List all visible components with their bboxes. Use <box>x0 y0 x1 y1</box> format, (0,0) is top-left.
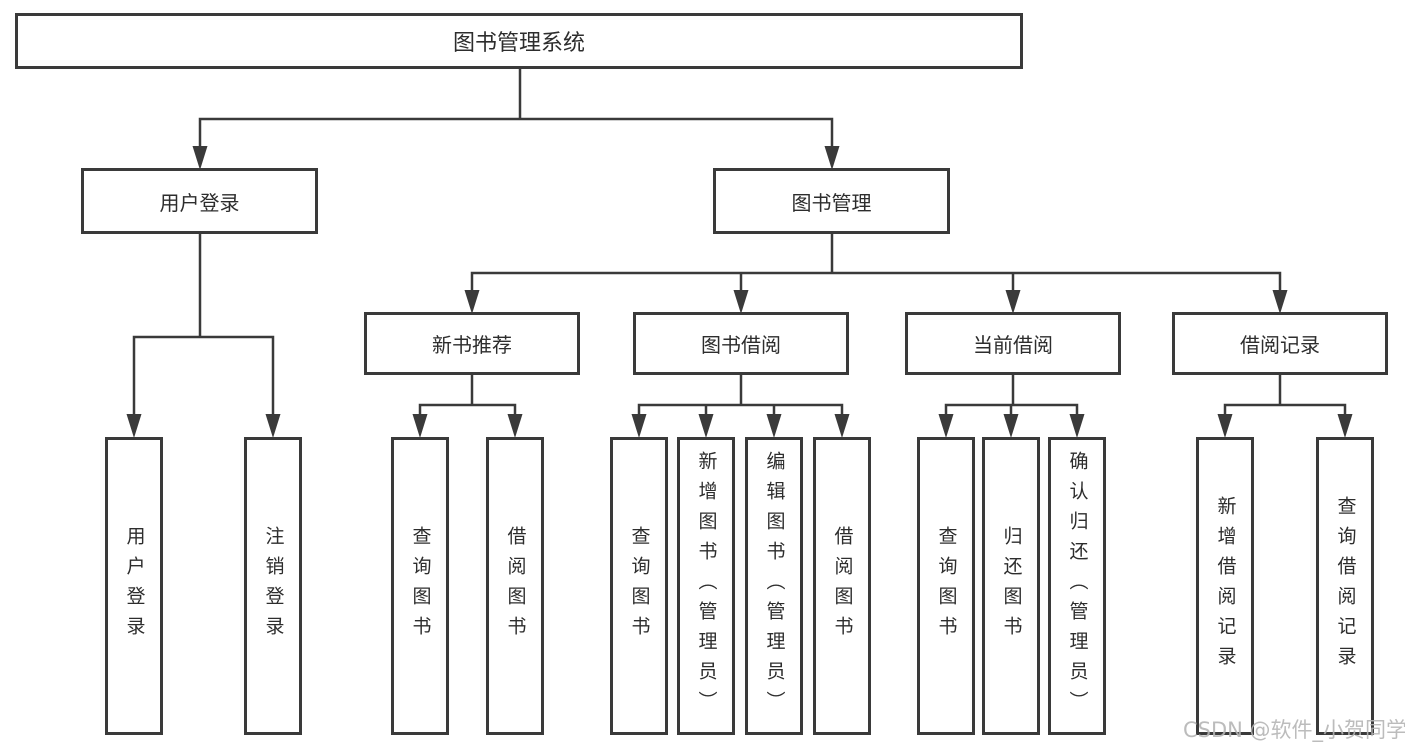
node-label: 图书借阅 <box>701 333 781 357</box>
leaf-edit-books-admin: 编辑图书（管理员） <box>745 437 803 735</box>
node-label: 归还图书 <box>1000 526 1023 646</box>
node-label: 图书管理系统 <box>452 31 585 56</box>
node-new-book-recommendation: 新书推荐 <box>364 312 580 375</box>
node-label: 当前借阅 <box>973 333 1053 357</box>
node-label: 查询借阅记录 <box>1334 496 1357 676</box>
csdn-watermark: CSDN @软件_小贺同学 <box>1183 718 1405 742</box>
node-label: 查询图书 <box>628 526 651 646</box>
node-label: 查询图书 <box>409 526 432 646</box>
node-label: 借阅图书 <box>831 526 854 646</box>
node-current-borrowing: 当前借阅 <box>905 312 1121 375</box>
node-label: 借阅记录 <box>1240 333 1320 357</box>
leaf-query-books-borrow: 查询图书 <box>610 437 668 735</box>
node-borrowing-records: 借阅记录 <box>1172 312 1388 375</box>
leaf-borrow-books: 借阅图书 <box>813 437 871 735</box>
node-label: 查询图书 <box>935 526 958 646</box>
leaf-logout: 注销登录 <box>244 437 302 735</box>
node-library-management-system: 图书管理系统 <box>15 13 1023 69</box>
leaf-query-books-recommend: 查询图书 <box>391 437 449 735</box>
node-label: 图书管理 <box>791 190 872 215</box>
leaf-return-books: 归还图书 <box>982 437 1040 735</box>
leaf-user-login: 用户登录 <box>105 437 163 735</box>
node-label: 新增借阅记录 <box>1214 496 1237 676</box>
node-book-borrowing: 图书借阅 <box>633 312 849 375</box>
leaf-query-borrow-record: 查询借阅记录 <box>1316 437 1374 735</box>
node-label: 借阅图书 <box>504 526 527 646</box>
node-label: 新增图书（管理员） <box>695 451 718 721</box>
node-label: 用户登录 <box>123 526 146 646</box>
arrowheads <box>126 146 1353 438</box>
node-label: 用户登录 <box>159 190 240 215</box>
node-label: 注销登录 <box>262 526 285 646</box>
leaf-query-books-current: 查询图书 <box>917 437 975 735</box>
leaf-borrow-books-recommend: 借阅图书 <box>486 437 544 735</box>
node-label: 确认归还（管理员） <box>1066 451 1089 721</box>
leaf-add-borrow-record: 新增借阅记录 <box>1196 437 1254 735</box>
node-label: 新书推荐 <box>432 333 512 357</box>
leaf-confirm-return-admin: 确认归还（管理员） <box>1048 437 1106 735</box>
node-label: 编辑图书（管理员） <box>763 451 786 721</box>
leaf-add-books-admin: 新增图书（管理员） <box>677 437 735 735</box>
node-user-login: 用户登录 <box>81 168 318 234</box>
node-book-management: 图书管理 <box>713 168 950 234</box>
